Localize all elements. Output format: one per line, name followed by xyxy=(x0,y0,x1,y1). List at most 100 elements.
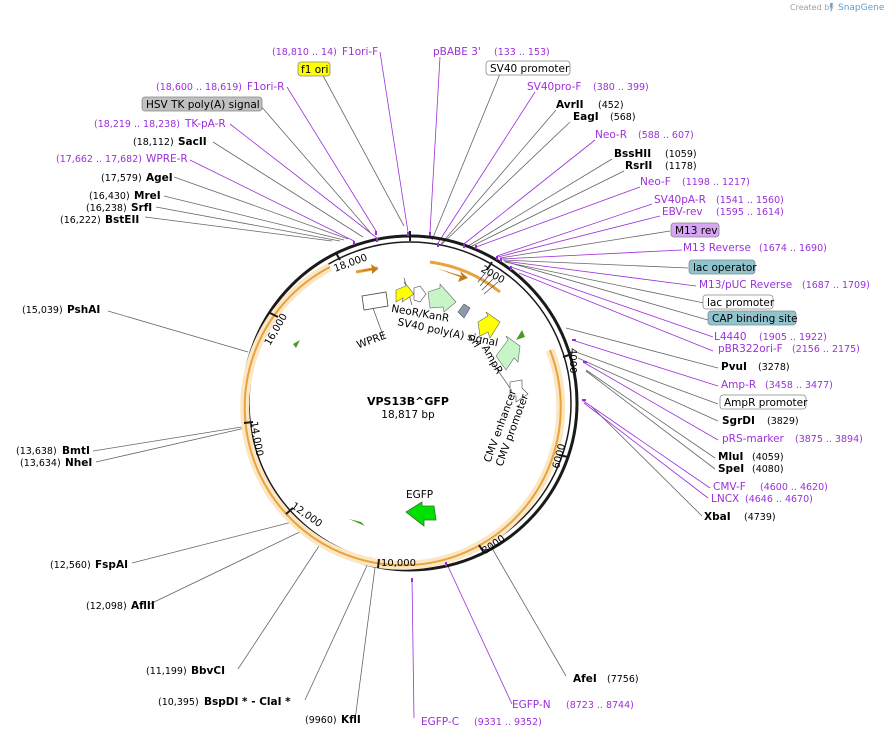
enzyme-name: BssHII xyxy=(614,148,651,160)
primer-site-marks xyxy=(353,231,587,582)
f1-ori-arrow-icon xyxy=(395,281,415,303)
primer-position: (2156 .. 2175) xyxy=(792,344,860,355)
enzyme-name: AgeI xyxy=(146,172,173,184)
enzyme-position: (452) xyxy=(598,100,624,111)
primer-name: Neo-R xyxy=(595,129,627,141)
primer-name: TK-pA-R xyxy=(184,118,226,130)
sv40-polya-icon xyxy=(457,303,471,319)
enzyme-name: SgrDI xyxy=(722,415,755,427)
enzyme-position: (9960) xyxy=(305,715,337,726)
primer-labels: (18,810 .. 14) F1ori-F pBABE 3' (133 .. … xyxy=(56,46,870,728)
enzyme-name: BspDI * - ClaI * xyxy=(204,696,291,708)
plasmid-size: 18,817 bp xyxy=(381,409,435,421)
credit-brand: SnapGene xyxy=(838,3,885,13)
enzyme-name: XbaI xyxy=(704,511,731,523)
neor-arrow-icon xyxy=(427,283,457,313)
feature-label-ori: ori xyxy=(465,332,482,350)
enzyme-position: (18,112) xyxy=(133,137,174,148)
egfp-arrow-icon xyxy=(405,501,437,527)
enzyme-name: EagI xyxy=(573,111,599,123)
enzyme-position: (3829) xyxy=(767,416,799,427)
primer-name: pRS-marker xyxy=(722,433,785,445)
primer-position: (588 .. 607) xyxy=(638,130,694,141)
enzyme-position: (7756) xyxy=(607,674,639,685)
enzyme-name: AflII xyxy=(131,600,155,612)
primer-position: (17,662 .. 17,682) xyxy=(56,154,142,165)
orf-direction-arrows xyxy=(293,264,525,526)
primer-position: (18,810 .. 14) xyxy=(272,47,337,58)
backbone-ticks xyxy=(243,231,573,569)
enzyme-name: RsrII xyxy=(625,160,652,172)
primer-position: (18,219 .. 18,238) xyxy=(94,119,180,130)
enzyme-position: (13,638) xyxy=(16,446,57,457)
primer-name: SV40pA-R xyxy=(654,194,706,206)
enzyme-position: (568) xyxy=(610,112,636,123)
feature-box-sv40-promoter: SV40 promoter xyxy=(490,63,570,75)
enzyme-position: (11,199) xyxy=(146,666,187,677)
primer-name: LNCX xyxy=(711,493,739,505)
primer-position: (18,600 .. 18,619) xyxy=(156,82,242,93)
feature-label-wpre: WPRE xyxy=(355,330,388,352)
primer-name: EGFP-N xyxy=(512,699,551,711)
enzyme-name: BstEII xyxy=(105,214,139,226)
primer-name: pBABE 3' xyxy=(433,46,481,58)
tick-label: 10,000 xyxy=(381,558,416,569)
enzyme-name: NheI xyxy=(65,457,92,469)
enzyme-position: (16,238) xyxy=(86,203,127,214)
snapgene-logo-icon xyxy=(830,3,833,11)
sv40-promoter-arrow-icon xyxy=(413,285,427,303)
primer-position: (1541 .. 1560) xyxy=(716,195,784,206)
enzyme-name: AfeI xyxy=(573,673,597,685)
enzyme-name: SacII xyxy=(178,136,207,148)
feature-box-f1-ori: f1 ori xyxy=(301,64,328,76)
enzyme-position: (1059) xyxy=(665,149,697,160)
enzyme-name: BmtI xyxy=(62,445,90,457)
ampr-arrow-icon xyxy=(495,335,521,371)
enzyme-name: PvuI xyxy=(721,361,747,373)
primer-position: (133 .. 153) xyxy=(494,47,550,58)
credit-prefix: Created by xyxy=(790,3,834,12)
enzyme-position: (1178) xyxy=(665,161,697,172)
primer-name: Amp-R xyxy=(721,379,756,391)
primer-position: (1687 .. 1709) xyxy=(802,280,870,291)
feature-box-ampr-promoter: AmpR promoter xyxy=(724,397,808,409)
primer-position: (3458 .. 3477) xyxy=(765,380,833,391)
cmv-arrow-icon xyxy=(509,379,529,403)
primer-name: EBV-rev xyxy=(662,206,703,218)
primer-name: M13 Reverse xyxy=(683,242,751,254)
tick-label: 4000 xyxy=(567,348,578,373)
enzyme-name: BbvCI xyxy=(191,665,225,677)
enzyme-labels: AvrII (452) EagI (568) BssHII (1059) Rsr… xyxy=(16,99,799,726)
enzyme-position: (13,634) xyxy=(20,458,61,469)
enzyme-name: AvrII xyxy=(556,99,584,111)
feature-label-egfp: EGFP xyxy=(406,489,433,501)
primer-position: (1198 .. 1217) xyxy=(682,177,750,188)
lac-region-icon xyxy=(477,271,499,295)
primer-position: (1905 .. 1922) xyxy=(759,332,827,343)
primer-position: (4600 .. 4620) xyxy=(760,482,828,493)
primer-position: (1674 .. 1690) xyxy=(759,243,827,254)
leader-lines xyxy=(92,51,719,721)
primer-position: (380 .. 399) xyxy=(593,82,649,93)
plasmid-name: VPS13B^GFP xyxy=(367,395,449,408)
primer-name: L4440 xyxy=(714,331,747,343)
enzyme-name: FspAI xyxy=(95,559,128,571)
feature-box-lac-operator: lac operator xyxy=(693,262,757,274)
primer-name: WPRE-R xyxy=(146,153,188,165)
primer-name: M13/pUC Reverse xyxy=(699,279,792,291)
feature-box-hsv-tk-polya: HSV TK poly(A) signal xyxy=(146,99,260,111)
enzyme-position: (4739) xyxy=(744,512,776,523)
primer-name: CMV-F xyxy=(713,481,746,493)
ori-arrow-icon xyxy=(477,311,501,339)
enzyme-position: (4080) xyxy=(752,464,784,475)
primer-position: (9331 .. 9352) xyxy=(474,717,542,728)
enzyme-position: (16,430) xyxy=(89,191,130,202)
enzyme-name: SpeI xyxy=(718,463,744,475)
primer-position: (8723 .. 8744) xyxy=(566,700,634,711)
enzyme-position: (17,579) xyxy=(101,173,142,184)
feature-box-cap-binding-site: CAP binding site xyxy=(712,313,798,325)
enzyme-name: SrfI xyxy=(131,202,152,214)
wpre-arrow-icon xyxy=(361,291,389,311)
primer-position: (4646 .. 4670) xyxy=(745,494,813,505)
